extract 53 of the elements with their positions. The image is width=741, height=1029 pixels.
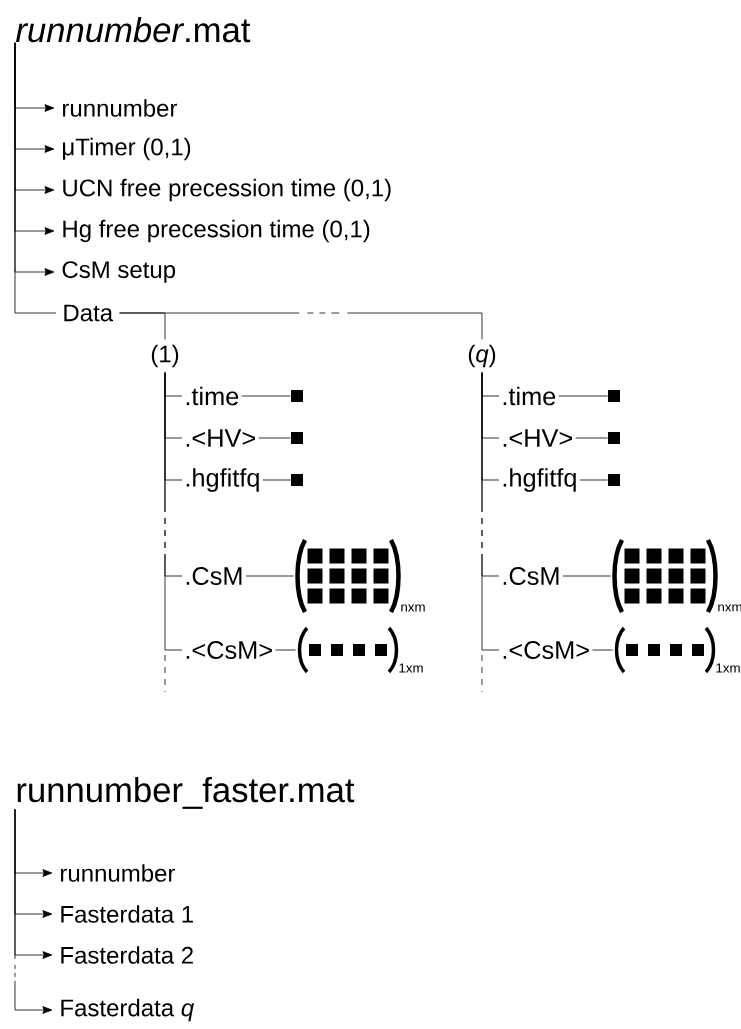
field-label: Hg free precession time (0,1) <box>63 219 370 243</box>
connector-line <box>262 479 291 481</box>
value-square <box>291 474 303 486</box>
connector-line <box>558 395 608 397</box>
connector-line <box>579 479 608 481</box>
file-title: runnumber.mat <box>16 16 251 43</box>
field-label: .CsM <box>503 567 559 585</box>
file-title: runnumber_faster.mat <box>17 776 355 809</box>
field-label: μTimer (0,1) <box>63 137 191 161</box>
field-label: .hgfitfq <box>186 468 259 492</box>
value-square <box>608 432 620 444</box>
connector-line <box>164 372 183 651</box>
field-label: .CsM <box>186 567 242 585</box>
size-label: 1xm <box>399 663 423 673</box>
connector-line <box>592 649 613 651</box>
field-label: .hgfitfq <box>503 468 576 492</box>
field-label: .<HV> <box>186 429 255 447</box>
field-label: Fasterdata 2 <box>61 946 193 964</box>
value-square <box>291 390 303 402</box>
field-label: .<HV> <box>503 429 572 447</box>
value-square <box>291 432 303 444</box>
connector-line <box>275 649 296 651</box>
field-label: Data <box>64 304 114 322</box>
connector-line <box>14 42 57 314</box>
connector-line <box>14 808 53 1014</box>
field-label: Fasterdata 1 <box>61 905 193 923</box>
size-label: nxm <box>401 604 425 612</box>
field-label: .time <box>186 386 239 406</box>
field-label: CsM setup <box>62 261 176 283</box>
field-label: runnumber <box>61 864 176 882</box>
field-label: .<CsM> <box>503 641 589 659</box>
index-label: (q) <box>468 344 496 368</box>
connector-line <box>241 395 291 397</box>
size-label: 1xm <box>716 663 740 673</box>
matrix-drawing <box>612 539 718 613</box>
field-label: .<CsM> <box>186 641 272 659</box>
index-label: (1) <box>151 344 179 368</box>
field-label: runnumber <box>63 99 178 117</box>
field-label: UCN free precession time (0,1) <box>63 178 391 202</box>
field-label: .time <box>503 386 556 406</box>
connector-line <box>575 437 608 439</box>
size-label: nxm <box>718 604 741 612</box>
matrix-drawing <box>614 626 716 674</box>
connector-line <box>562 575 611 577</box>
value-square <box>608 390 620 402</box>
field-label: Fasterdata q <box>61 998 194 1022</box>
connector-line <box>258 437 291 439</box>
connector-line <box>119 312 483 340</box>
value-square <box>608 474 620 486</box>
connector-line <box>245 575 294 577</box>
connector-line <box>481 372 500 651</box>
matrix-drawing <box>297 626 399 674</box>
matrix-drawing <box>295 539 401 613</box>
